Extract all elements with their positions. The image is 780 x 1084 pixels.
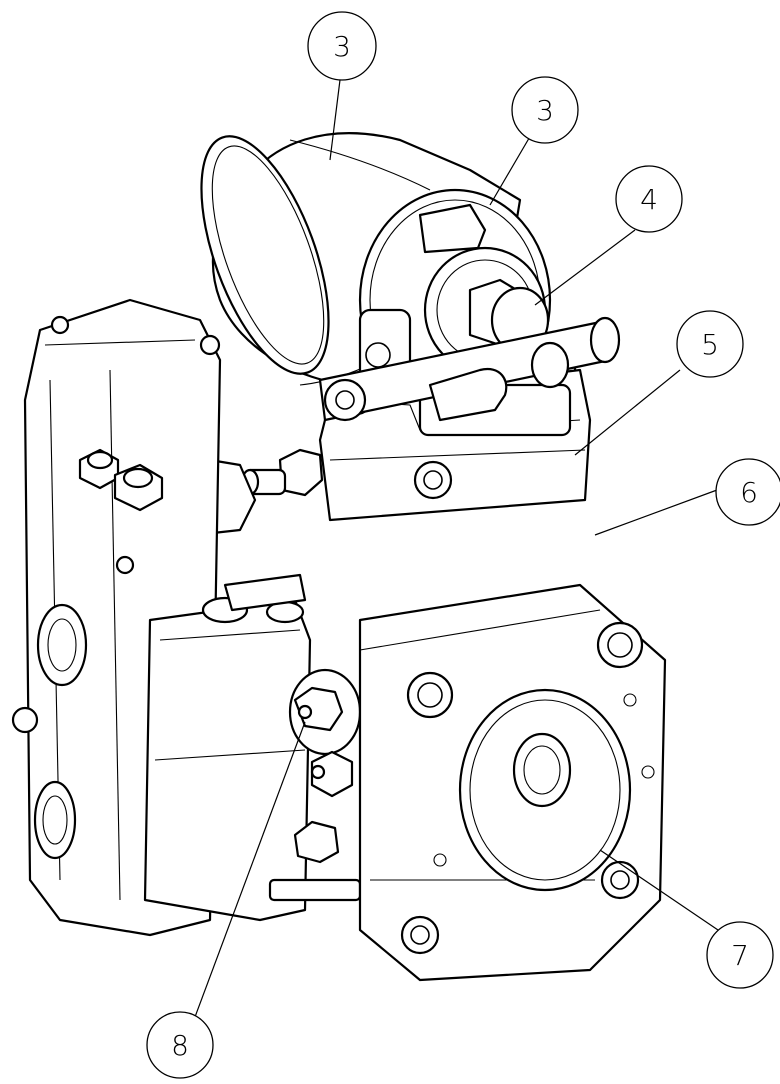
callout-2: 3 <box>511 76 579 144</box>
leader-7 <box>191 721 306 1026</box>
callout-7: 8 <box>146 1011 214 1079</box>
callout-label: 7 <box>731 939 749 972</box>
callout-label: 4 <box>640 183 658 216</box>
port-fittings <box>268 668 362 902</box>
leader-5 <box>594 489 718 536</box>
callout-4: 5 <box>676 310 744 378</box>
callout-1: 3 <box>307 11 377 81</box>
right-housing <box>358 583 667 982</box>
callout-5: 6 <box>715 458 780 526</box>
leader-3 <box>534 229 636 306</box>
top-bolts <box>78 448 164 512</box>
callout-label: 8 <box>171 1029 189 1062</box>
leader-1 <box>329 79 341 161</box>
leader-4 <box>574 369 681 456</box>
callout-label: 5 <box>701 328 719 361</box>
callout-label: 3 <box>536 94 554 127</box>
callout-label: 6 <box>740 476 758 509</box>
center-module <box>143 573 312 922</box>
callout-label: 3 <box>333 30 351 63</box>
leader-6 <box>599 849 719 931</box>
leader-2 <box>489 127 536 206</box>
leader-lines <box>191 79 719 1026</box>
callout-6: 7 <box>706 921 774 989</box>
callout-3: 4 <box>615 165 683 233</box>
spool-bar <box>318 316 621 422</box>
